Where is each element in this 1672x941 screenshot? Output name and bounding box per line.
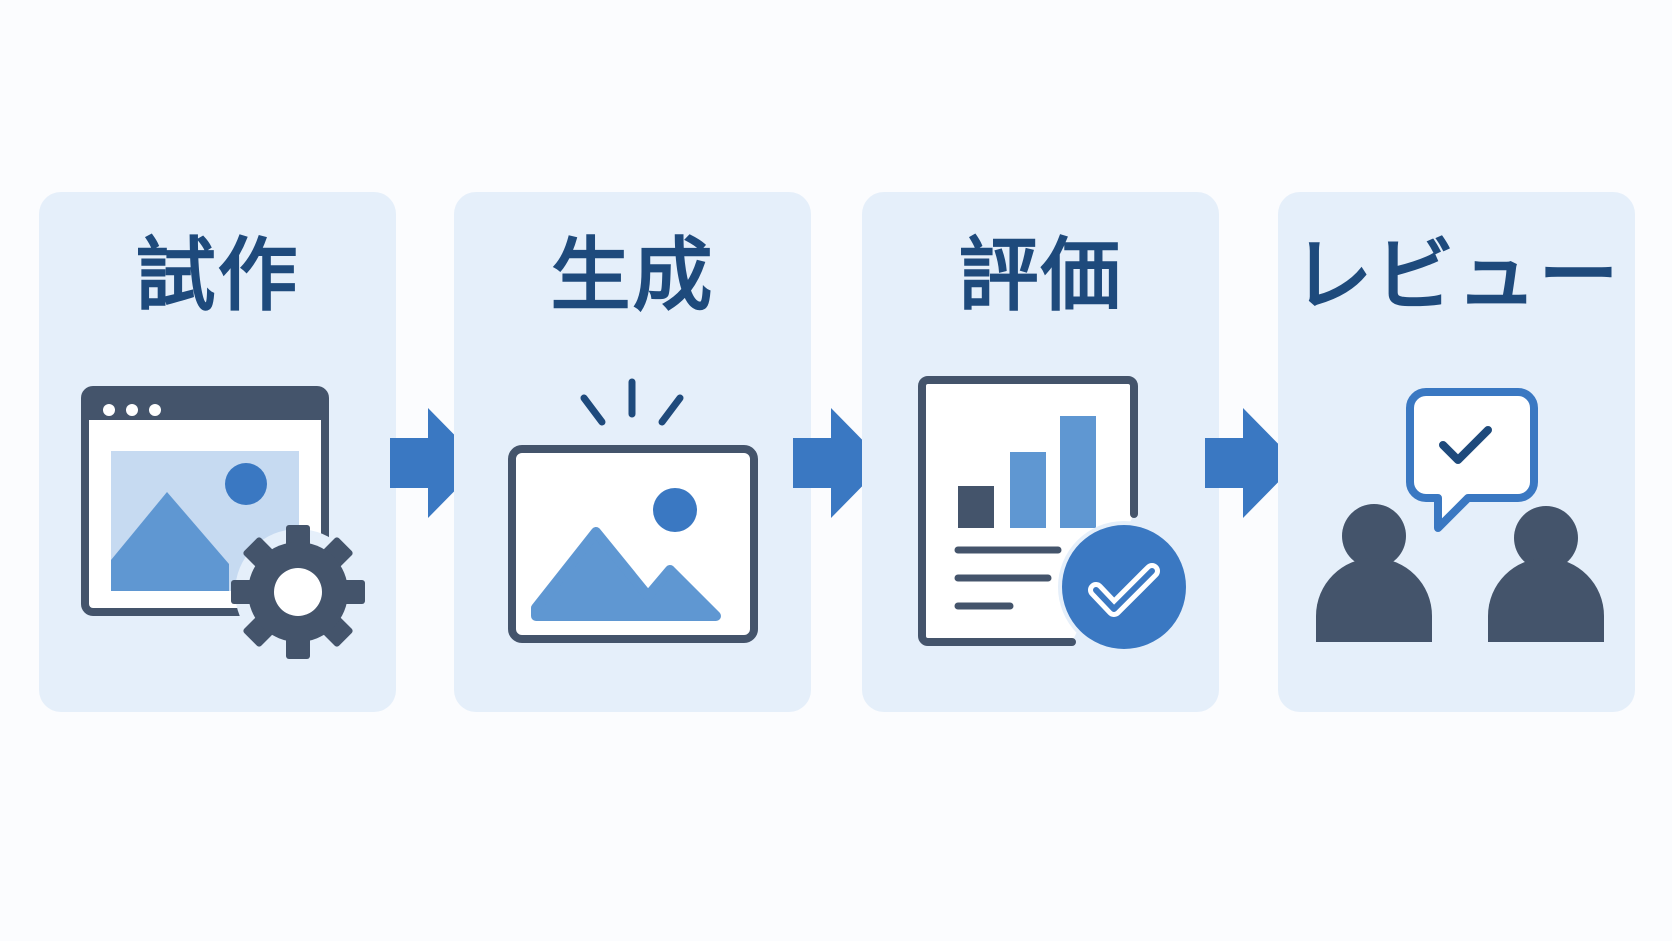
arrow-right-icon <box>1205 408 1297 518</box>
step-title: 生成 <box>550 229 715 322</box>
step-title: 試作 <box>135 229 300 322</box>
image-spark-icon <box>508 378 758 643</box>
report-chart-check-icon <box>918 376 1190 653</box>
step-card-review: レビュー <box>1278 192 1635 712</box>
browser-image-gear-icon <box>81 386 365 659</box>
arrow-right-icon <box>793 408 885 518</box>
arrow-right-icon <box>390 408 482 518</box>
step-title: レビュー <box>1292 229 1621 322</box>
step-card-evaluate: 評価 <box>862 192 1219 712</box>
step-card-generate: 生成 <box>454 192 811 712</box>
step-card-prototype: 試作 <box>39 192 396 712</box>
step-title: 評価 <box>958 229 1123 322</box>
people-chat-check-icon <box>1316 388 1604 642</box>
